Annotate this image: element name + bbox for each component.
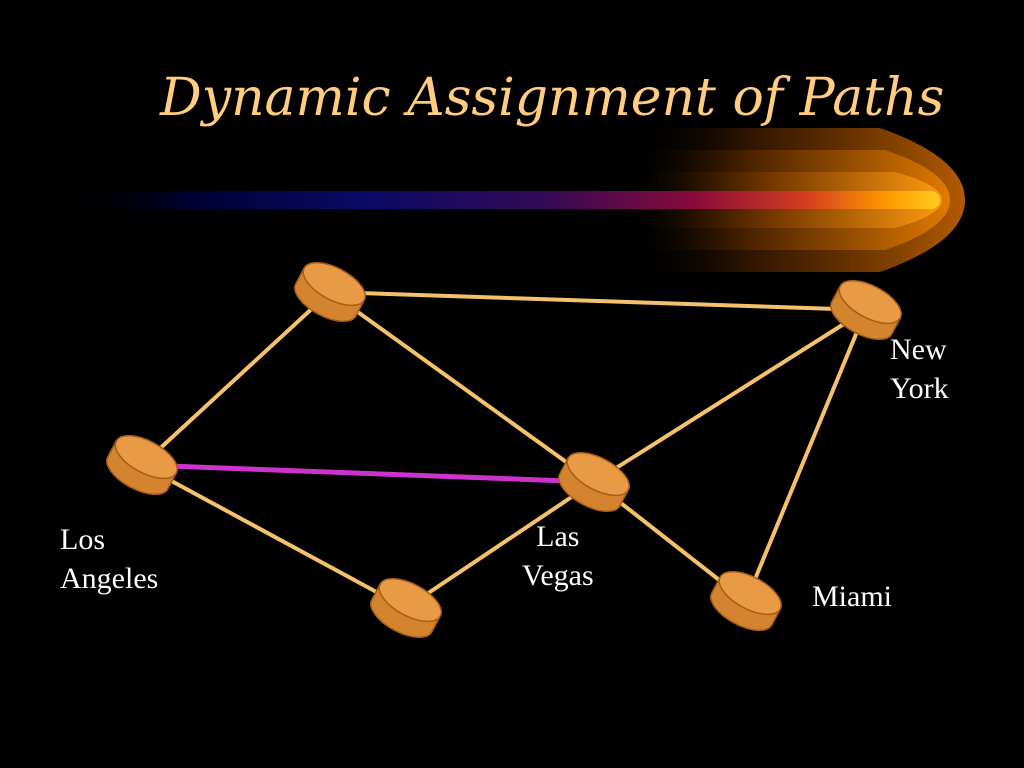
router-node-los-angeles xyxy=(106,434,178,496)
router-top xyxy=(378,577,442,623)
link-lv-ny xyxy=(592,308,868,484)
link-ny-mi xyxy=(744,308,868,603)
nodes-layer xyxy=(106,261,902,639)
links-layer xyxy=(139,290,868,610)
link-la-bottom xyxy=(140,463,408,610)
label-miami: Miami xyxy=(812,580,892,613)
label-los-angeles: Los Angeles xyxy=(60,523,159,595)
comet-streak xyxy=(60,191,940,209)
router-top xyxy=(302,261,366,307)
link-top-ny xyxy=(328,290,868,312)
router-top xyxy=(566,451,630,497)
link-top-la xyxy=(140,290,332,467)
router-node-miami xyxy=(710,570,782,632)
link-bottom-lv xyxy=(404,480,596,610)
label-new-york: New York xyxy=(890,333,949,405)
link-top-lv xyxy=(328,290,596,484)
router-node-bottom xyxy=(370,577,442,639)
router-node-las-vegas xyxy=(558,451,630,513)
router-node-new-york xyxy=(830,279,902,341)
router-top xyxy=(718,570,782,616)
highlighted-link-la-lv xyxy=(139,462,597,485)
router-top xyxy=(838,279,902,325)
slide-title: Dynamic Assignment of Paths xyxy=(160,68,945,128)
label-las-vegas: Las Vegas xyxy=(522,520,594,592)
router-top xyxy=(114,434,178,480)
router-node-top xyxy=(294,261,366,323)
